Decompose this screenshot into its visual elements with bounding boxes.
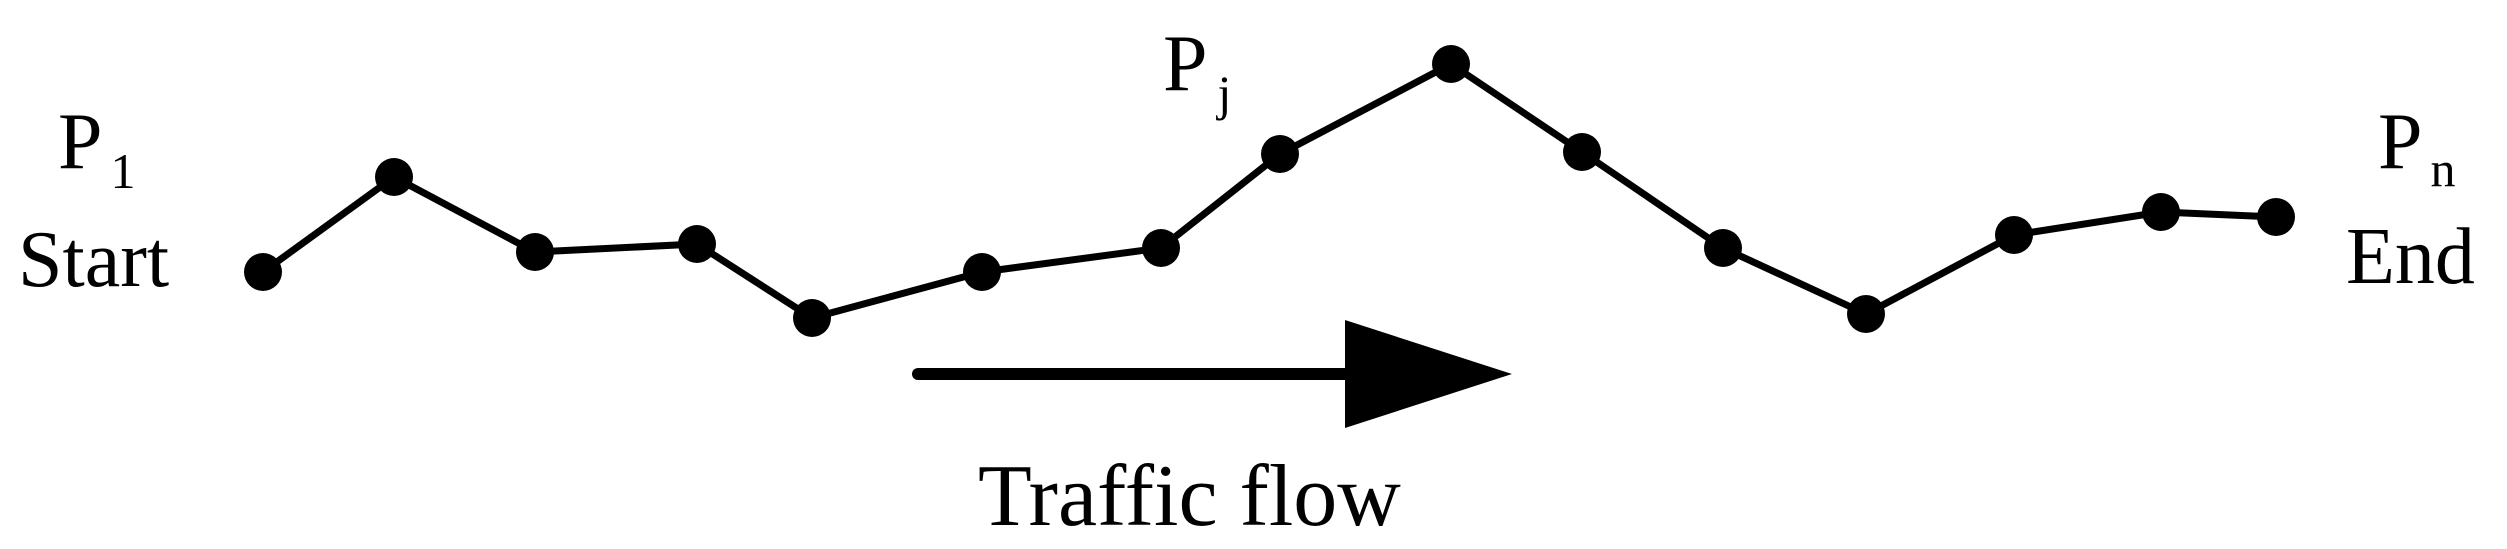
start-text: Start bbox=[18, 216, 169, 304]
route-node bbox=[1261, 135, 1299, 173]
route-node bbox=[2257, 198, 2295, 236]
route-node bbox=[793, 299, 831, 337]
route-polyline bbox=[259, 60, 2280, 322]
traffic-flow-arrow bbox=[912, 320, 1512, 428]
start-point-letter: P bbox=[58, 98, 103, 186]
route-node bbox=[963, 253, 1001, 291]
route-node bbox=[244, 253, 282, 291]
start-point-subscript: 1 bbox=[111, 143, 136, 199]
route-node bbox=[1995, 216, 2033, 254]
traffic-flow-label: Traffic flow bbox=[978, 448, 1401, 545]
mid-point-subscript: j bbox=[1216, 65, 1232, 121]
route-nodes bbox=[244, 45, 2295, 337]
route-node bbox=[516, 233, 554, 271]
arrow-head bbox=[1345, 320, 1512, 428]
route-node bbox=[2142, 193, 2180, 231]
route-node bbox=[1847, 295, 1885, 333]
mid-point-letter: P bbox=[1163, 20, 1208, 108]
end-point-subscript: n bbox=[2431, 141, 2456, 197]
end-point-letter: P bbox=[2378, 98, 2423, 186]
route-node bbox=[1704, 229, 1742, 267]
route-node bbox=[1563, 133, 1601, 171]
route-node bbox=[678, 225, 716, 263]
end-text: End bbox=[2346, 213, 2475, 301]
route-node bbox=[1432, 45, 1470, 83]
route-node bbox=[1142, 229, 1180, 267]
route-node bbox=[375, 158, 413, 196]
